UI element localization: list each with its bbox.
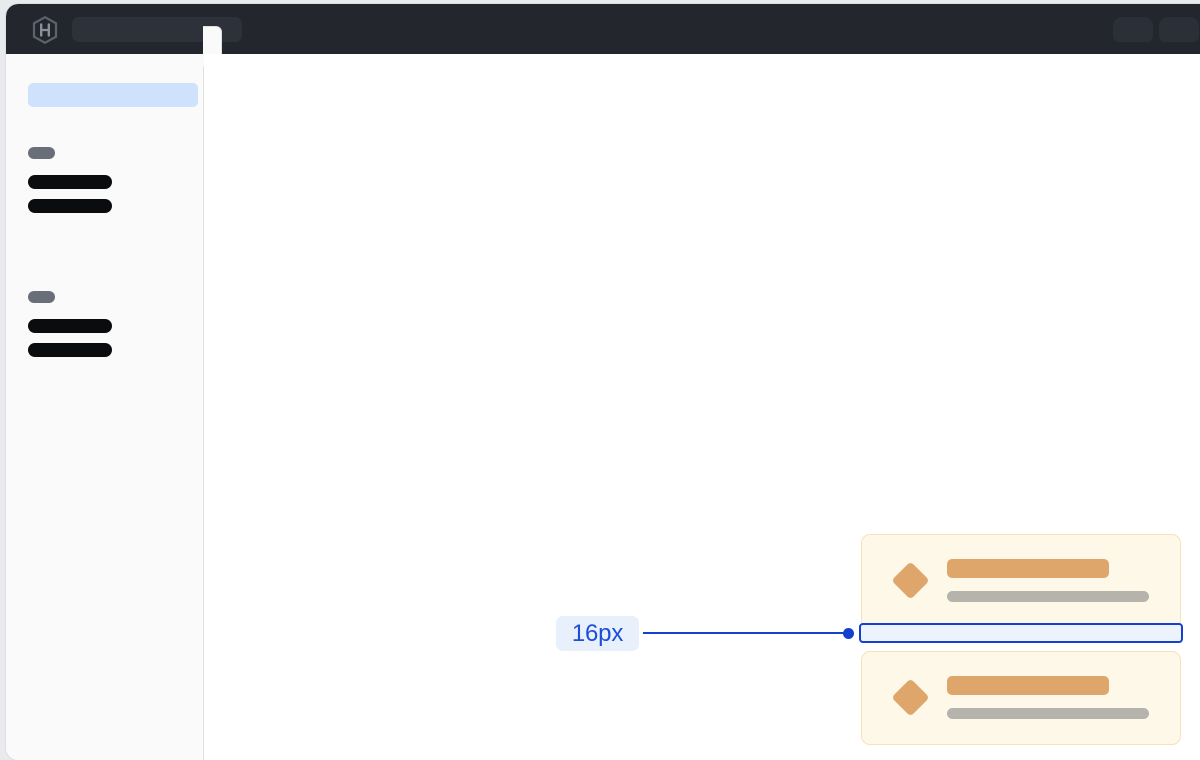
sidebar-item-2-1[interactable]	[28, 319, 112, 333]
sidebar-group-2	[28, 291, 112, 357]
info-card[interactable]	[861, 651, 1181, 745]
sidebar	[6, 54, 204, 760]
card-title-placeholder	[947, 559, 1109, 578]
sidebar-group-2-label	[28, 291, 55, 303]
spacing-measure-bar	[859, 623, 1183, 643]
diamond-icon	[891, 678, 930, 717]
info-card[interactable]	[861, 534, 1181, 628]
sidebar-group-1	[28, 147, 112, 213]
header-placeholder-1[interactable]	[1113, 17, 1153, 42]
measure-leader-line	[643, 632, 849, 634]
app-window: 16px	[6, 4, 1200, 760]
top-bar	[6, 4, 1200, 54]
card-subtitle-placeholder	[947, 591, 1149, 602]
sidebar-group-1-label	[28, 147, 55, 159]
spacing-value-badge: 16px	[556, 616, 639, 651]
sidebar-item-1-1[interactable]	[28, 175, 112, 189]
sidebar-item-1-2[interactable]	[28, 199, 112, 213]
header-placeholder-2[interactable]	[1159, 17, 1199, 42]
hexagon-h-logo-icon[interactable]	[30, 15, 60, 45]
measure-leader-dot-icon	[843, 628, 854, 639]
sidebar-item-active[interactable]	[28, 83, 198, 107]
card-title-placeholder	[947, 676, 1109, 695]
sidebar-item-2-2[interactable]	[28, 343, 112, 357]
diamond-icon	[891, 561, 930, 600]
card-subtitle-placeholder	[947, 708, 1149, 719]
